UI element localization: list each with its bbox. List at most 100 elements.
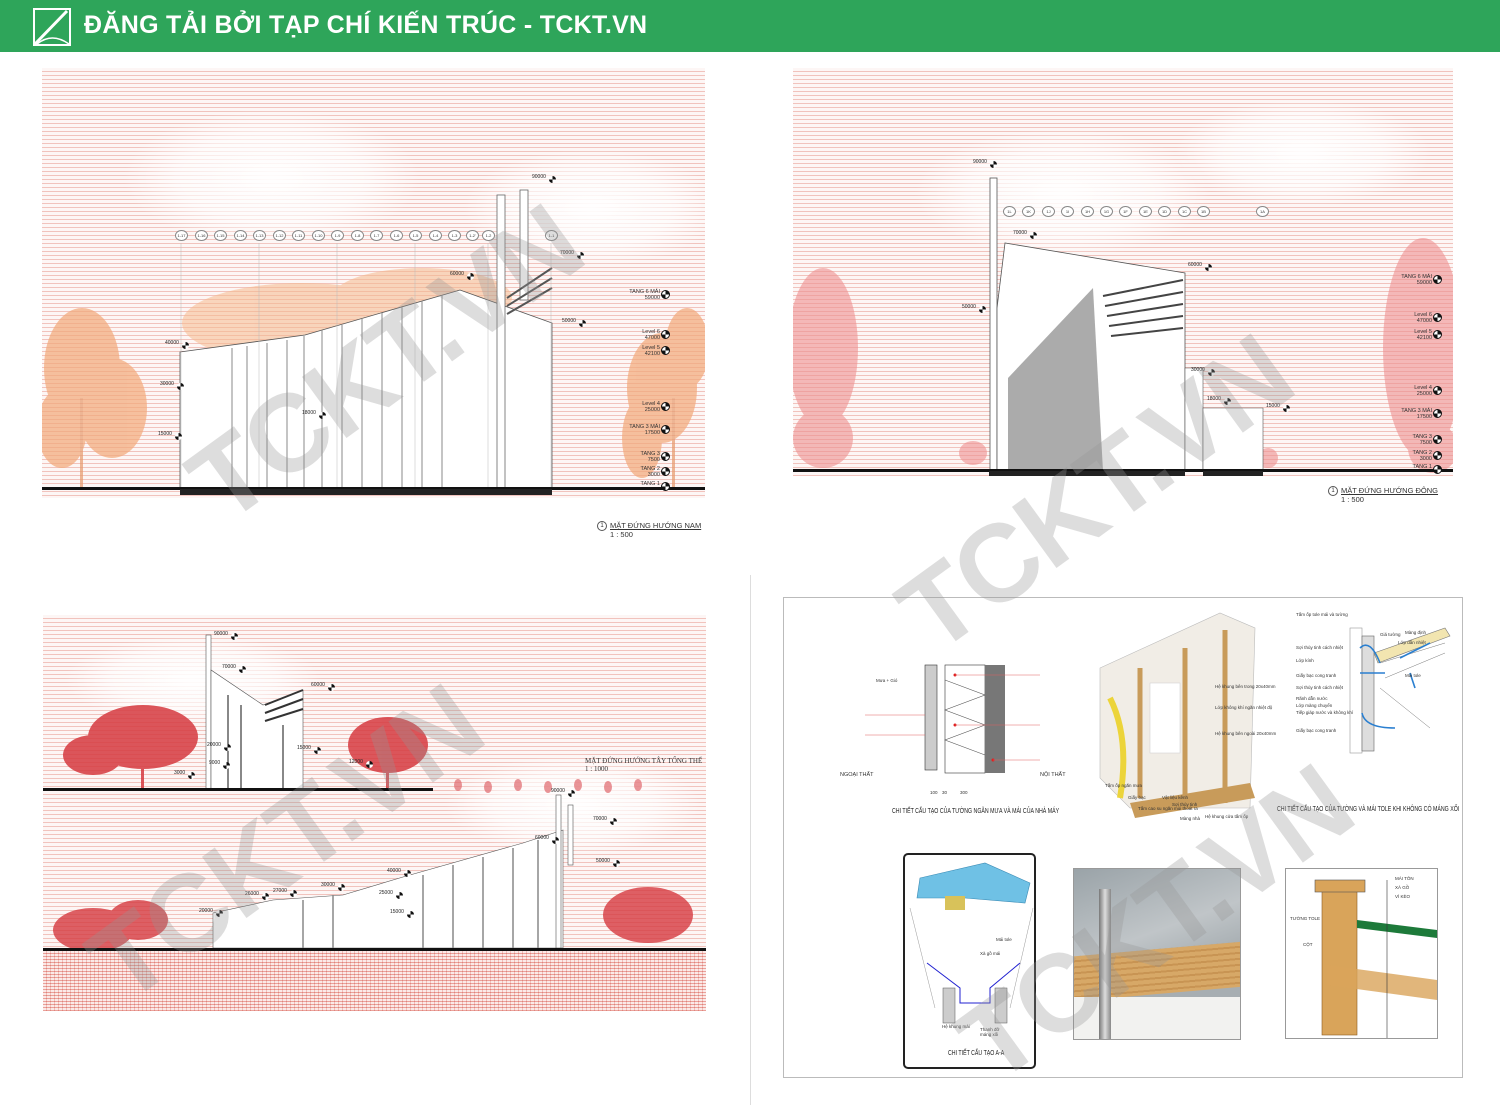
level-value: 3000 (647, 472, 660, 479)
level-marker: TANG 1 (620, 481, 670, 492)
level-name: TANG 2 (1412, 450, 1432, 456)
dim-30: 30 (942, 790, 948, 795)
grid-bubble: 1G (1100, 206, 1113, 217)
callout-label: Màng nhà (1180, 816, 1201, 821)
callout-label: Lớp dẫn nhiệt (1398, 640, 1426, 645)
elevation-tag: 27000 (273, 888, 297, 897)
details-panel (783, 597, 1463, 1078)
elevation-tag: 70000 (560, 250, 584, 259)
trees-left (793, 268, 987, 468)
chimney (989, 177, 998, 472)
grid-bubble: 1-9 (331, 230, 344, 241)
west-ground-hatch (43, 951, 706, 1011)
level-value: 25000 (644, 407, 660, 414)
callout-label: Giấy bạc cong tranh (1296, 673, 1337, 678)
grid-bubble: 1-2' (466, 230, 479, 241)
level-value: 7500 (1419, 440, 1432, 447)
level-name: TANG 1 (640, 481, 660, 487)
callout-label: Rãnh dẫn nước (1296, 696, 1328, 701)
level-name: Level 6 (642, 329, 660, 335)
callout-label: Lớp không khí ngăn nhiệt độ (1215, 705, 1273, 710)
level-name: TANG 2 (640, 466, 660, 472)
section-aa-title: CHI TIẾT CẤU TẠO A-A (948, 1050, 1005, 1057)
roof-detail-title: CHI TIẾT CẤU TẠO CỦA TƯỜNG VÀ MÁI TOLE K… (1277, 806, 1460, 813)
foundation (989, 471, 1185, 476)
level-value: 7500 (647, 457, 660, 464)
exterior-label: NGOẠI THẤT (840, 772, 874, 778)
dim-100: 100 (930, 790, 938, 795)
header-title: ĐĂNG TẢI BỞI TẠP CHÍ KIẾN TRÚC - TCKT.VN (84, 11, 648, 39)
chimney-2 (519, 189, 529, 301)
grid-bubble: 1D (1158, 206, 1171, 217)
elevation-tag: 60000 (1188, 262, 1212, 271)
callout-label: Hệ khung bên trong 20x40mm (1215, 684, 1276, 689)
red-trees-bottom (53, 887, 693, 951)
callout-label: Tấm cao su ngăn mùi thoát ra (1138, 806, 1198, 811)
level-value: 17500 (1416, 414, 1432, 421)
rain-wind-label: Mưa + Gió (876, 678, 898, 683)
south-caption-scale: 1 : 500 (610, 530, 633, 539)
grid-bubble: 1-10 (312, 230, 325, 241)
elevation-tag: 20000 (199, 908, 223, 917)
south-elevation-drawing (42, 189, 705, 495)
grid-bubble: 1-15 (214, 230, 227, 241)
elevation-tag: 12000 (349, 759, 373, 768)
callout-label: Sợi thủy tinh (1172, 802, 1198, 807)
level-name: TANG 3 MÁI (1401, 408, 1432, 414)
grid-bubble: 1-3 (448, 230, 461, 241)
elevation-tag: 15000 (1266, 403, 1290, 412)
level-name: TANG 3 (640, 451, 660, 457)
elevation-tag: 70000 (222, 664, 246, 673)
grid-bubble: 1H (1081, 206, 1094, 217)
section-aa-drawing (909, 862, 1034, 1024)
grid-bubble: 1K (1022, 206, 1035, 217)
chimney-1 (496, 194, 506, 490)
callout-label: XÀ GỒ (1395, 885, 1410, 890)
callout-label: Sợi thủy tinh cách nhiệt (1296, 685, 1343, 690)
callout-label: Tấm ốp ngăn mưa (1105, 783, 1143, 788)
callout-label: Tiếp giáp nước và không khí (1296, 710, 1354, 715)
elevation-tag: 90000 (214, 631, 238, 640)
west-elevation-panel (43, 615, 706, 951)
level-value: 47000 (644, 335, 660, 342)
gutter-photo (1073, 868, 1241, 1040)
level-name: TANG 3 (1412, 434, 1432, 440)
level-marker: TANG 1 (1392, 464, 1442, 475)
ground-line-top (43, 788, 433, 791)
dim-300: 300 (960, 790, 968, 795)
eave-detail-drawing (1314, 879, 1437, 1038)
callout-label: Giá tường (1380, 632, 1401, 637)
east-caption-title: MẶT ĐỨNG HƯỚNG ĐÔNG (1341, 486, 1439, 495)
elevation-tag: 18000 (1207, 396, 1231, 405)
west-caption: MẶT ĐỨNG HƯỚNG TÂY TỔNG THỂ 1 : 1000 (585, 757, 702, 774)
elevation-tag: 70000 (593, 816, 617, 825)
level-value: 17500 (644, 430, 660, 437)
elevation-tag: 26000 (245, 891, 269, 900)
callout-label: TƯỜNG TOLE (1290, 916, 1321, 921)
callout-label: Màng định (1405, 630, 1427, 635)
foundation (180, 489, 552, 495)
level-value: 3000 (1419, 456, 1432, 463)
elevation-tag: 60000 (535, 835, 559, 844)
callout-label: Giấy bạc cong tranh (1296, 728, 1337, 733)
elevation-tag: 70000 (1013, 230, 1037, 239)
callout-label: MÁI TÔN (1395, 876, 1414, 881)
wall-section-drawing (865, 664, 1040, 774)
level-value: 47000 (1416, 318, 1432, 325)
callout-label: Giấy bạc (1128, 795, 1146, 800)
level-value: 59000 (1416, 280, 1432, 287)
callout-label: Vật liệu kênh (1162, 795, 1189, 800)
grid-bubble: 1-5 (409, 230, 422, 241)
west-building-bottom (212, 829, 564, 949)
callout-label: Hệ khung bên ngoài 20x40mm (1215, 731, 1277, 736)
level-name: TANG 1 (1412, 464, 1432, 470)
label-he-khung-mai: Hệ khung mái (942, 1024, 970, 1029)
elevation-tag: 50000 (562, 318, 586, 327)
level-name: TANG 6 MÁI (1401, 274, 1432, 280)
level-value: 25000 (1416, 391, 1432, 398)
